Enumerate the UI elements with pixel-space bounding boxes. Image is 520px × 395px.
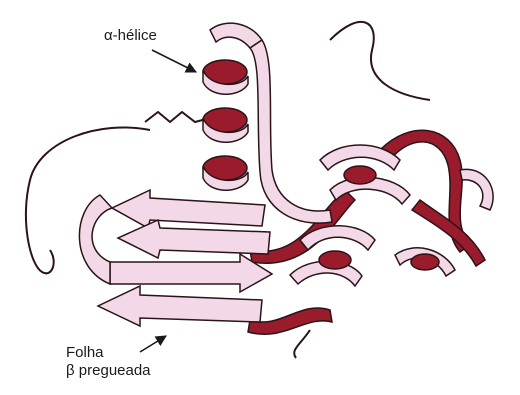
top-right-loop bbox=[330, 22, 430, 100]
helix-descending-strand bbox=[250, 40, 332, 223]
far-right-helix bbox=[460, 169, 493, 210]
right-helix-turn-b bbox=[319, 251, 351, 269]
right-helix-turn-a bbox=[344, 166, 376, 184]
sheet-connector-left bbox=[79, 195, 112, 284]
right-helix-turn-c bbox=[411, 254, 439, 270]
helix-top-cap bbox=[210, 23, 262, 48]
zigzag-loop bbox=[145, 112, 210, 122]
helix-label-arrow bbox=[152, 50, 196, 72]
beta-strand-3 bbox=[110, 254, 272, 292]
beta-strand-4 bbox=[98, 286, 262, 326]
beta-sheet-label-line1: Folha bbox=[66, 344, 151, 362]
bottom-tail bbox=[294, 330, 310, 358]
beta-sheet-label-line2: β pregueada bbox=[66, 362, 151, 380]
central-alpha-helix bbox=[203, 23, 332, 223]
alpha-helix-label: α-hélice bbox=[104, 27, 157, 45]
beta-strand-1 bbox=[112, 190, 265, 228]
beta-pleated-sheet bbox=[79, 190, 272, 326]
beta-sheet-label: Folha β pregueada bbox=[66, 344, 151, 380]
